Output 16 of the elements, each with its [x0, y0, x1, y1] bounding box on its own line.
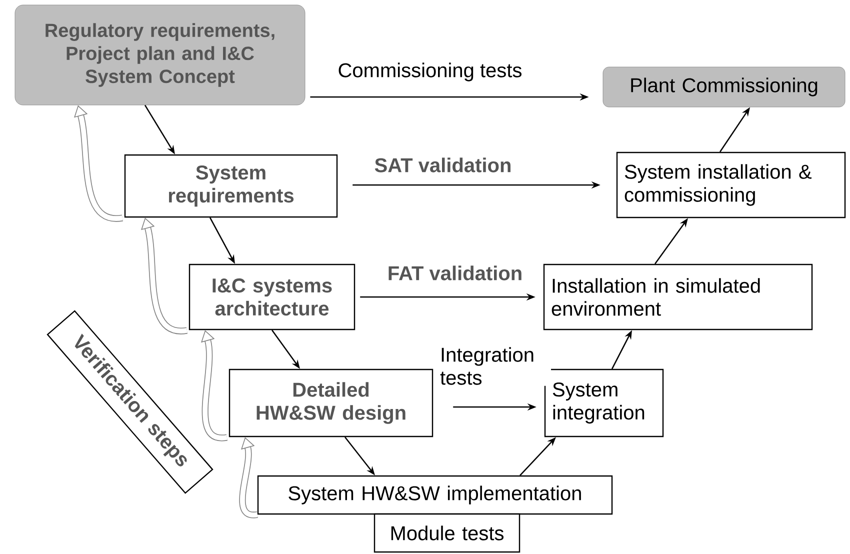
- edge-label: SAT validation: [373, 156, 513, 174]
- edge-label: Commissioning tests: [336, 62, 524, 82]
- process-box: System requirements: [124, 154, 338, 218]
- verification-arrow: [141, 218, 188, 334]
- edge-label: Integration tests: [439, 346, 551, 386]
- goal-box: Plant Commissioning: [602, 66, 846, 108]
- process-box: Module tests: [374, 513, 520, 553]
- process-box: System integration: [544, 368, 664, 438]
- process-box: System installation & commissioning: [616, 152, 846, 218]
- verification-arrow: [239, 437, 258, 518]
- process-box: Detailed HW&SW design: [228, 368, 434, 438]
- input-box: Regulatory requirements, Project plan and I&C System Concept: [14, 4, 306, 106]
- process-box: Installation in simulated environment: [543, 264, 813, 330]
- verification-arrow: [201, 330, 227, 441]
- process-box: I&C systems architecture: [188, 264, 356, 330]
- edge-label: FAT validation: [386, 264, 524, 282]
